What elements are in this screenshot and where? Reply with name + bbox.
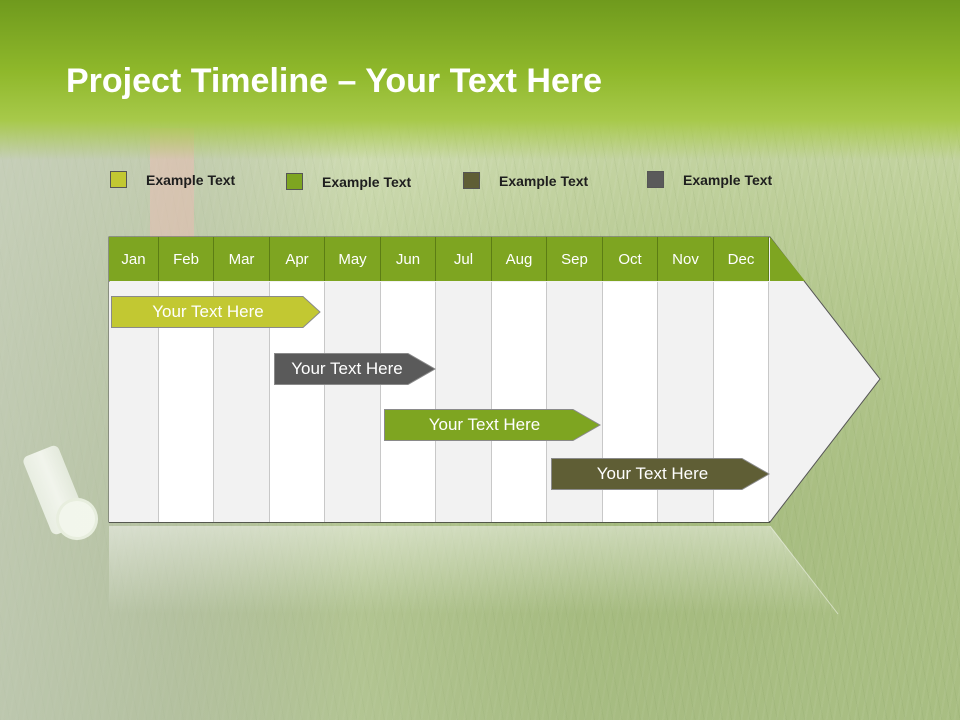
month-header-nov: Nov — [658, 237, 714, 281]
month-header-oct: Oct — [603, 237, 658, 281]
header-band — [0, 0, 960, 160]
legend-item-2: Example Text — [286, 173, 411, 190]
month-header-sep: Sep — [547, 237, 603, 281]
month-column-aug — [492, 282, 547, 522]
legend-swatch-3 — [463, 172, 480, 189]
month-column-jun — [381, 282, 436, 522]
month-header-apr: Apr — [270, 237, 325, 281]
task-bar-4[interactable]: Your Text Here — [551, 458, 770, 490]
month-column-jul — [436, 282, 492, 522]
timeline-reflection — [109, 526, 839, 615]
legend-label-4: Example Text — [683, 171, 773, 188]
task-bar-1[interactable]: Your Text Here — [111, 296, 321, 328]
legend-label-3: Example Text — [499, 172, 589, 189]
legend-swatch-1 — [110, 171, 127, 188]
month-header-mar: Mar — [214, 237, 270, 281]
legend-swatch-2 — [286, 173, 303, 190]
task-bar-4-label: Your Text Here — [596, 464, 709, 483]
month-header-jul: Jul — [436, 237, 492, 281]
month-header-feb: Feb — [159, 237, 214, 281]
task-bar-2-label: Your Text Here — [291, 359, 403, 378]
task-bar-2[interactable]: Your Text Here — [274, 353, 436, 385]
task-bar-3-shape — [384, 409, 601, 441]
month-column-may — [325, 282, 381, 522]
legend-item-1: Example Text — [110, 171, 235, 188]
task-bar-2-shape — [274, 353, 436, 385]
slide-title: Project Timeline – Your Text Here — [66, 60, 602, 102]
month-header-dec: Dec — [714, 237, 769, 281]
task-bar-3[interactable]: Your Text Here — [384, 409, 601, 441]
legend-label-2: Example Text — [322, 173, 412, 190]
task-bar-4-shape — [551, 458, 770, 490]
month-header-jun: Jun — [381, 237, 436, 281]
task-bar-1-label: Your Text Here — [152, 302, 264, 321]
task-bar-3-label: Your Text Here — [428, 415, 541, 434]
task-bar-1-shape — [111, 296, 321, 328]
legend-swatch-4 — [647, 171, 664, 188]
month-header-jan: Jan — [109, 237, 159, 281]
legend-label-1: Example Text — [146, 171, 236, 188]
title-rest: – Your Text Here — [328, 62, 603, 100]
month-header-aug: Aug — [492, 237, 547, 281]
month-header-may: May — [325, 237, 381, 281]
legend-item-3: Example Text — [463, 172, 588, 189]
title-bold: Project Timeline — [66, 62, 329, 100]
legend-item-4: Example Text — [647, 171, 772, 188]
